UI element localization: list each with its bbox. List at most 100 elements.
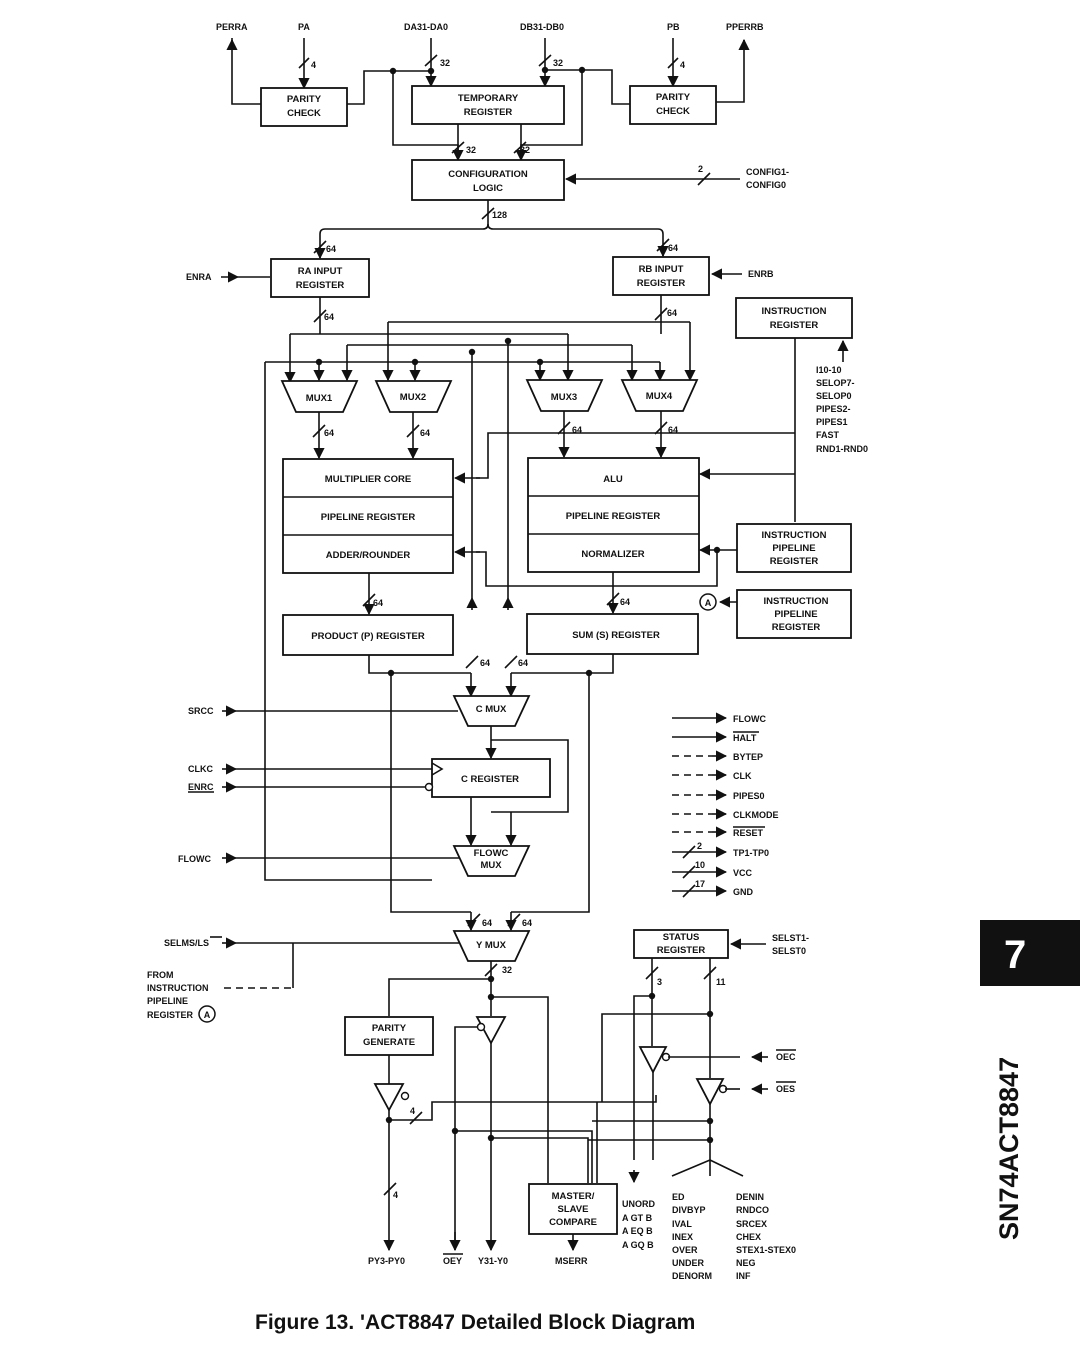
status-b-width: 11 [716, 977, 726, 987]
pa-label: PA [298, 22, 310, 32]
ipr1-l3: REGISTER [770, 556, 819, 567]
control-signal-list [672, 712, 728, 898]
parity-check-b-l2: CHECK [656, 106, 690, 117]
mux1 [280, 380, 359, 413]
c-feedback-loop [264, 362, 432, 881]
enrc-bubble [424, 782, 434, 792]
py-compare-slash [409, 1111, 423, 1125]
multiplier-dividers [283, 496, 453, 536]
temp-out-a-width: 32 [466, 145, 476, 155]
oey-to-compare [455, 1130, 593, 1183]
parity-check-b [629, 85, 717, 125]
product-out [368, 655, 471, 674]
ctrl-width-vcc: 10 [695, 860, 705, 870]
pb-slash [667, 57, 679, 69]
ctrl-clk: CLK [733, 771, 752, 781]
mux3-label: MUX3 [551, 392, 577, 403]
status-fanout [671, 1159, 744, 1177]
connector-a-top [699, 593, 717, 611]
db-to-parity [545, 69, 630, 105]
instruction-register-l1: INSTRUCTION [762, 306, 827, 317]
db-label: DB31-DB0 [520, 22, 564, 32]
temp-out-b-width: 32 [520, 145, 530, 155]
instruction-pipeline-register-2 [736, 589, 852, 639]
mux3-slash [557, 421, 571, 435]
ymux-out-width: 32 [502, 965, 512, 975]
ipr2-l2: PIPELINE [774, 609, 817, 620]
oec-label: OEC [776, 1052, 796, 1062]
selst-l2: SELST0 [772, 946, 806, 956]
da-junction [427, 67, 435, 75]
cmux-a-slash [465, 655, 479, 669]
ipr2-l1: INSTRUCTION [764, 596, 829, 607]
da-width: 32 [440, 58, 450, 68]
ctrl-width-tp: 2 [697, 841, 702, 851]
status-register-l1: STATUS [663, 932, 700, 943]
sum-in-width: 64 [620, 597, 630, 607]
status-b-buffer [695, 1078, 725, 1106]
sum-to-ymux [511, 673, 590, 913]
selms-label: SELMS/LS [164, 938, 209, 948]
ymux-a-width: 64 [482, 918, 492, 928]
perra-wire [231, 38, 261, 105]
parity-check-b-l1: PARITY [656, 92, 691, 103]
c-register-label: C REGISTER [461, 774, 519, 785]
db-slash [538, 54, 552, 67]
cmux-b-slash [504, 655, 518, 669]
oes-label: OES [776, 1084, 795, 1094]
instr-input-3: SELOP0 [816, 391, 852, 401]
status-b-slash [703, 966, 717, 980]
c-mux-label: C MUX [476, 704, 507, 715]
flag-agqb: A GQ B [622, 1240, 654, 1250]
ctrl-halt: HALT [733, 733, 757, 743]
instr-input-7: RND1-RND0 [816, 444, 868, 454]
y-out-to-compare [491, 1137, 589, 1183]
pperrb-label: PPERRB [726, 22, 764, 32]
rb-in-slash [656, 238, 670, 252]
instruction-pipeline-register-1 [736, 523, 852, 573]
mux1-slash [312, 424, 326, 438]
py-to-compare [389, 1101, 597, 1121]
flowc-mux-l1: FLOWC [474, 848, 509, 859]
rb-input-register [612, 256, 710, 296]
creg-loop [491, 739, 569, 813]
ipr1-to-adder [476, 550, 718, 587]
status-under: UNDER [672, 1258, 705, 1268]
multiplier-core: MULTIPLIER CORE [325, 474, 411, 485]
from-ipr-l1: FROM [147, 970, 174, 980]
ra-in-slash [313, 240, 327, 254]
temp-out-a-slash [451, 141, 465, 154]
ctrl-vcc: VCC [733, 868, 753, 878]
instr-to-mult [476, 432, 795, 479]
db-junction [541, 66, 549, 74]
y-mux-label: Y MUX [476, 940, 507, 951]
ctrl-clkmode: CLKMODE [733, 810, 779, 820]
status-register-l2: REGISTER [657, 945, 706, 956]
status-denorm: DENORM [672, 1271, 712, 1281]
ctrl-tp: TP1-TP0 [733, 848, 769, 858]
config-to-ra [319, 200, 489, 258]
parity-check-a-l1: PARITY [287, 94, 322, 105]
section-number: 7 [1004, 933, 1026, 977]
configuration-logic-l2: LOGIC [473, 183, 503, 194]
mux3-width: 64 [572, 425, 582, 435]
rb-input-register-l1: RB INPUT [639, 264, 684, 275]
status-a-buffer [638, 1046, 668, 1074]
flowc-left-label: FLOWC [178, 854, 211, 864]
temporary-register-l2: REGISTER [464, 107, 513, 118]
sum-in-slash [606, 592, 620, 606]
instruction-register-l2: REGISTER [770, 320, 819, 331]
mserr-label: MSERR [555, 1256, 588, 1266]
ra-input-register-l2: REGISTER [296, 280, 345, 291]
rb-out-slash [654, 307, 668, 321]
ipr2-l3: REGISTER [772, 622, 821, 633]
product-register-label: PRODUCT (P) REGISTER [311, 631, 425, 642]
product-in-width: 64 [373, 598, 383, 608]
oey-wire [454, 1026, 477, 1250]
from-ipr-l3: PIPELINE [147, 996, 188, 1006]
temp-out-b-slash [513, 141, 527, 154]
da-slash [424, 54, 438, 67]
flag-unord: UNORD [622, 1199, 655, 1209]
parity-width: 4 [410, 1106, 415, 1116]
rb-input-register-l2: REGISTER [637, 278, 686, 289]
